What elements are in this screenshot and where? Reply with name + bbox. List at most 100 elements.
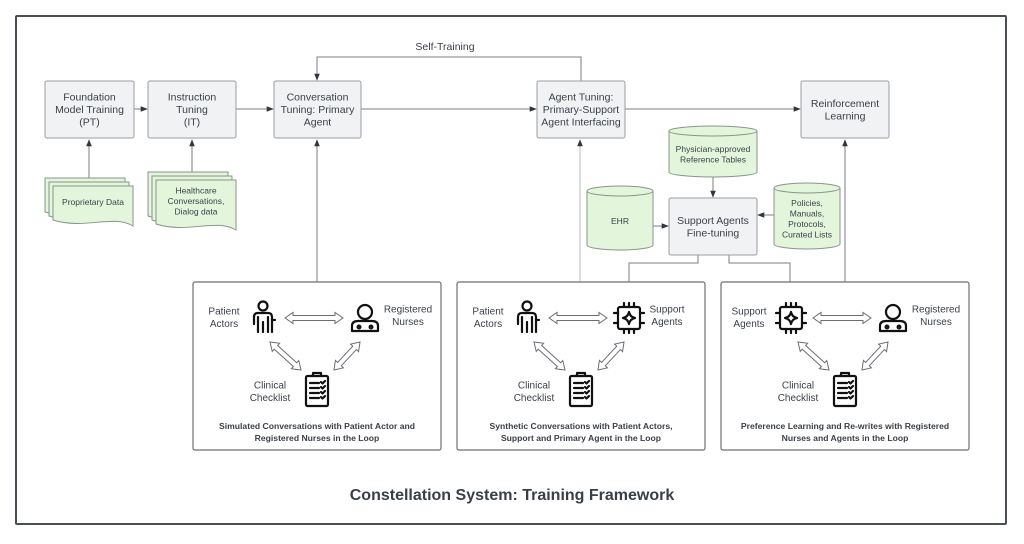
arrow-self-training <box>314 56 582 81</box>
stage-label: Primary-Support <box>543 104 620 116</box>
panel-right-label: Agents <box>651 317 682 328</box>
panel-left-label: Agents <box>733 319 764 330</box>
stage-label: Support Agents <box>677 215 749 227</box>
panel-caption: Synthetic Conversations with Patient Act… <box>489 421 672 431</box>
cylinder-top <box>668 125 758 137</box>
cylinder-top <box>586 185 654 197</box>
chip-agent-icon <box>774 301 808 335</box>
clipboard-checklist-icon <box>832 371 858 408</box>
bidirectional-arrow <box>333 341 361 371</box>
panel-box <box>720 281 970 451</box>
stage-label: Tuning: Primary <box>281 104 355 116</box>
data-sources: Proprietary Data HealthcareConversations,… <box>44 171 237 231</box>
diagram-title: Constellation System: Training Framework <box>350 487 675 504</box>
panel-bottom-label: Clinical <box>254 380 286 391</box>
panel-bottom-label: Checklist <box>250 393 291 404</box>
chip-agent-icon <box>612 301 646 335</box>
database-label: Physician-approved <box>676 144 751 154</box>
document-stack-icon <box>155 179 237 231</box>
stage-label: Model Training <box>55 104 124 116</box>
panel-right-label: Registered <box>912 304 960 315</box>
document-stack-icon <box>52 185 134 227</box>
stage-label: (PT) <box>79 117 99 129</box>
panel-left-label: Patient <box>472 306 503 317</box>
bidirectional-arrow <box>284 311 344 325</box>
bidirectional-arrow <box>269 341 302 371</box>
cylinder-top <box>773 182 841 194</box>
bidirectional-arrow <box>812 311 872 325</box>
panel-caption: Support and Primary Agent in the Loop <box>501 433 661 443</box>
bidirectional-arrow <box>548 311 608 325</box>
cylinder-body <box>668 131 758 178</box>
clipboard-checklist-icon <box>568 371 594 408</box>
panel-left-label: Patient <box>208 306 239 317</box>
panel-bottom-label: Clinical <box>518 380 550 391</box>
stage-label: Agent Interfacing <box>541 117 621 129</box>
panel-right-label: Nurses <box>392 317 424 328</box>
data-source-label: Conversations, <box>168 196 225 206</box>
database-label: Reference Tables <box>680 155 746 165</box>
data-source-label: Dialog data <box>174 206 217 216</box>
cylinder-body <box>773 188 841 250</box>
panel-caption: Simulated Conversations with Patient Act… <box>219 421 415 431</box>
stage-label: (IT) <box>184 117 200 129</box>
bidirectional-arrow <box>797 341 830 371</box>
data-source-label: Proprietary Data <box>62 197 124 207</box>
stage-box <box>147 80 237 139</box>
stage-label: Agent <box>304 117 332 129</box>
panel-right-label: Support <box>649 304 684 315</box>
stage-box <box>273 80 362 139</box>
panel-caption: Registered Nurses in the Loop <box>255 433 380 443</box>
data-source-proprietary: Proprietary Data <box>44 177 134 227</box>
connectors <box>86 56 848 301</box>
database-policies: Policies,Manuals,Protocols,Curated Lists <box>773 182 841 250</box>
stage-box <box>800 80 890 139</box>
database-label: Curated Lists <box>782 230 832 240</box>
panel-left-label: Support <box>731 306 766 317</box>
patient-icon <box>252 300 277 334</box>
diagram-frame <box>15 15 1007 525</box>
panel-left-label: Actors <box>210 319 238 330</box>
panel-bottom-label: Checklist <box>514 393 555 404</box>
stage-label: Reinforcement <box>811 98 879 110</box>
panel-bottom-label: Checklist <box>778 393 819 404</box>
panel-bottom-label: Clinical <box>782 380 814 391</box>
stage-label: Fine-tuning <box>687 227 740 239</box>
nurse-icon <box>878 303 908 333</box>
stage-label: Tuning <box>176 104 208 116</box>
database-label: Policies, <box>791 198 823 208</box>
panel-right-label: Registered <box>384 304 432 315</box>
cylinder-body <box>586 191 654 251</box>
panel-left-label: Actors <box>474 319 502 330</box>
stage-box <box>668 197 758 256</box>
database-label: Protocols, <box>788 219 826 229</box>
panel-caption: Nurses and Agents in the Loop <box>782 433 909 443</box>
bidirectional-arrow <box>861 341 889 371</box>
stage-label: Foundation <box>63 92 116 104</box>
stage-label: Agent Tuning: <box>549 92 614 104</box>
stage-box <box>536 80 626 139</box>
patient-icon <box>516 300 541 334</box>
stage-box <box>44 80 135 139</box>
bidirectional-arrow <box>533 341 566 371</box>
nurse-icon <box>350 303 380 333</box>
panel-caption: Preference Learning and Re-writes with R… <box>741 421 949 431</box>
data-source-label: Healthcare <box>175 185 216 195</box>
clipboard-checklist-icon <box>304 371 330 408</box>
stage-label: Learning <box>825 110 866 122</box>
panel-right-label: Nurses <box>920 317 952 328</box>
